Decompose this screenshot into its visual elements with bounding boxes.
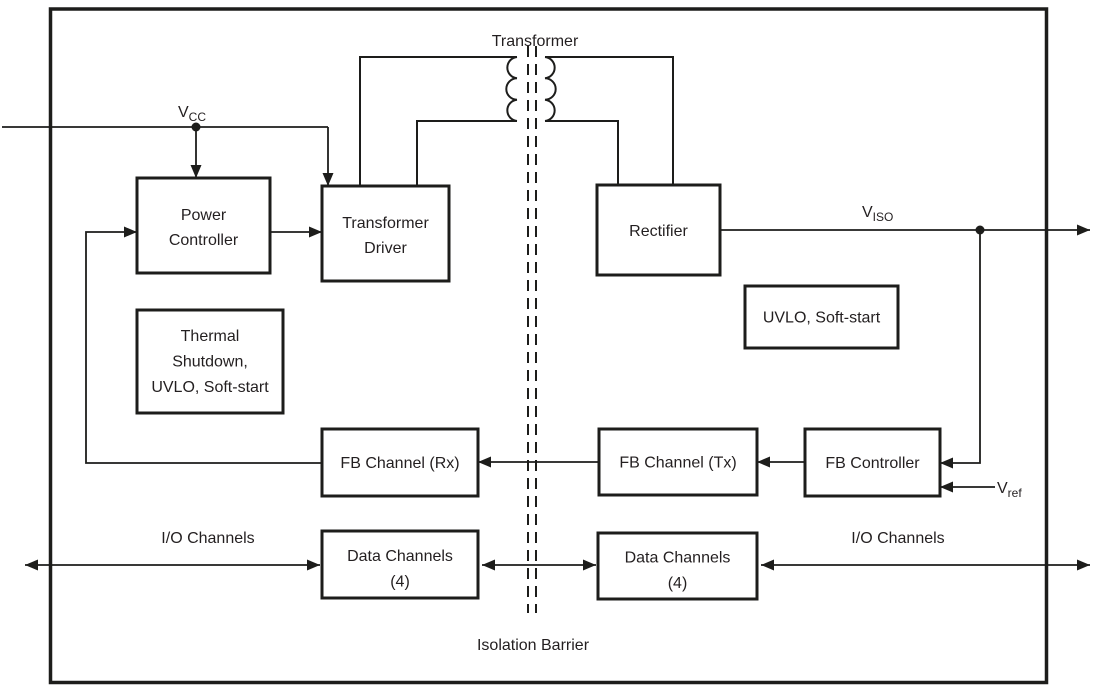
- data-channels-right-label-line2: (4): [668, 575, 688, 592]
- power-controller-label-line1: Power: [181, 207, 227, 224]
- fb-channel-tx-block: FB Channel (Tx): [597, 427, 759, 497]
- io-channels-right-label: I/O Channels: [851, 530, 944, 547]
- fb-controller-label: FB Controller: [825, 455, 920, 472]
- feedback-to-power-controller-arrow: [85, 226, 322, 464]
- vref-label-main: V: [997, 480, 1008, 497]
- viso-to-fb-controller-arrow: [940, 230, 981, 469]
- thermal-shutdown-block: Thermal Shutdown, UVLO, Soft-start: [135, 308, 285, 415]
- transformer-icon: [359, 56, 674, 186]
- thermal-shutdown-label-line1: Thermal: [181, 328, 240, 345]
- thermal-shutdown-label-line2: Shutdown,: [172, 354, 248, 371]
- vcc-net: [2, 122, 334, 186]
- outer-frame: [48, 7, 1049, 685]
- transformer-title: Transformer: [492, 33, 579, 50]
- data-channels-right-block: Data Channels (4): [596, 531, 759, 601]
- data-channels-left-label-line2: (4): [390, 574, 410, 591]
- isolation-barrier-label: Isolation Barrier: [477, 637, 590, 654]
- vref-label-sub: ref: [1008, 486, 1023, 500]
- power-controller-block: Power Controller: [135, 176, 272, 275]
- data-channels-left-label-line1: Data Channels: [347, 548, 453, 565]
- transformer-driver-label-line2: Driver: [364, 240, 407, 257]
- viso-label: VISO: [862, 204, 893, 224]
- transformer-driver-block: Transformer Driver: [320, 184, 451, 283]
- vref-label: Vref: [997, 480, 1022, 500]
- vcc-label-main: V: [178, 104, 189, 121]
- thermal-shutdown-label-line3: UVLO, Soft-start: [151, 379, 269, 396]
- fb-channel-tx-label: FB Channel (Tx): [619, 455, 736, 472]
- transformer-driver-label-line1: Transformer: [342, 215, 429, 232]
- viso-label-sub: ISO: [873, 210, 894, 224]
- data-channels-left-block: Data Channels (4): [320, 529, 480, 600]
- uvlo-soft-start-label: UVLO, Soft-start: [763, 310, 881, 327]
- rectifier-label: Rectifier: [629, 223, 688, 240]
- vcc-label-sub: CC: [189, 110, 207, 124]
- uvlo-soft-start-block: UVLO, Soft-start: [743, 284, 900, 350]
- isolation-barrier-dashes: [527, 46, 537, 613]
- fb-controller-block: FB Controller: [803, 427, 942, 498]
- viso-label-main: V: [862, 204, 873, 221]
- rectifier-block: Rectifier: [595, 183, 722, 277]
- data-channels-right-label-line1: Data Channels: [625, 550, 731, 567]
- fb-channel-rx-label: FB Channel (Rx): [340, 455, 459, 472]
- power-controller-label-line2: Controller: [169, 232, 239, 249]
- vcc-label: VCC: [178, 104, 206, 124]
- io-channels-left-label: I/O Channels: [161, 530, 254, 547]
- viso-net: [720, 224, 1090, 469]
- fb-channel-rx-block: FB Channel (Rx): [320, 427, 480, 498]
